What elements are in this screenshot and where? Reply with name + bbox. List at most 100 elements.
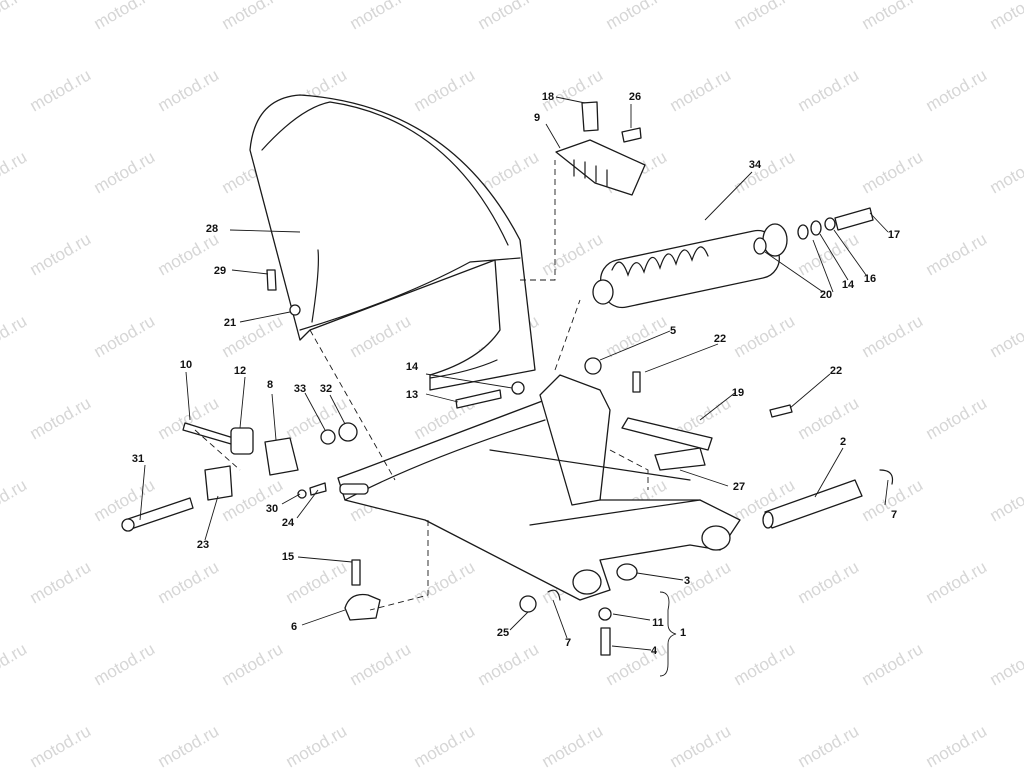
watermark-text: motod.ru: [859, 639, 927, 689]
watermark-text: motod.ru: [859, 311, 927, 361]
assembly-lines: [194, 160, 649, 611]
callout-c20: 20: [820, 289, 832, 301]
callout-c16: 16: [864, 273, 876, 285]
watermark-text: motod.ru: [155, 557, 223, 607]
watermark-text: motod.ru: [987, 0, 1024, 33]
watermark-text: motod.ru: [283, 557, 351, 607]
shock-absorber: [592, 223, 788, 309]
watermark-text: motod.ru: [859, 0, 927, 33]
watermark-text: motod.ru: [411, 721, 479, 768]
callout-labels: 1234567789101112131414151617181920212222…: [132, 91, 900, 657]
watermark-text: motod.ru: [91, 639, 159, 689]
callout-c32: 32: [320, 383, 332, 395]
watermark-text: motod.ru: [987, 147, 1024, 197]
watermark-text: motod.ru: [923, 557, 991, 607]
callout-c9: 9: [534, 112, 540, 124]
watermark-text: motod.ru: [0, 639, 30, 689]
callout-c22b: 22: [830, 365, 842, 377]
rear-mudguard: [249, 94, 536, 391]
watermark-text: motod.ru: [667, 721, 735, 768]
callout-c11: 11: [652, 617, 664, 629]
callout-c15: 15: [282, 551, 294, 563]
hardware-parts: [121, 101, 894, 656]
callout-c8: 8: [267, 379, 273, 391]
callout-c21: 21: [224, 317, 236, 329]
swingarm: [337, 374, 741, 601]
watermark-text: motod.ru: [91, 311, 159, 361]
callout-c23: 23: [197, 539, 209, 551]
pivot-spindle: [762, 479, 863, 529]
watermark-text: motod.ru: [603, 0, 671, 33]
callout-c17: 17: [888, 229, 900, 241]
watermark-text: motod.ru: [27, 393, 95, 443]
callout-c18: 18: [542, 91, 554, 103]
watermark-text: motod.ru: [859, 147, 927, 197]
watermark-text: motod.ru: [27, 65, 95, 115]
watermark-text: motod.ru: [987, 475, 1024, 525]
watermark-text: motod.ru: [795, 393, 863, 443]
watermark-text: motod.ru: [91, 0, 159, 33]
watermark-text: motod.ru: [667, 65, 735, 115]
watermark-text: motod.ru: [219, 639, 287, 689]
watermark-text: motod.ru: [731, 147, 799, 197]
callout-c31: 31: [132, 453, 144, 465]
watermark-text: motod.ru: [731, 0, 799, 33]
callout-c12: 12: [234, 365, 246, 377]
watermark-text: motod.ru: [27, 557, 95, 607]
watermark-text: motod.ru: [667, 557, 735, 607]
watermark-text: motod.ru: [475, 0, 543, 33]
watermark-text: motod.ru: [539, 229, 607, 279]
callout-c6: 6: [291, 621, 297, 633]
callout-c2: 2: [840, 436, 846, 448]
callout-c25: 25: [497, 627, 509, 639]
callout-c19: 19: [732, 387, 744, 399]
watermark-text: motod.ru: [603, 639, 671, 689]
watermark-text: motod.ru: [411, 557, 479, 607]
watermark-text: motod.ru: [27, 721, 95, 768]
callout-c14b: 14: [842, 279, 855, 291]
watermark-text: motod.ru: [923, 65, 991, 115]
callout-c7a: 7: [891, 509, 897, 521]
watermark-text: motod.ru: [987, 639, 1024, 689]
watermark-text: motod.ru: [923, 229, 991, 279]
callout-c30: 30: [266, 503, 278, 515]
watermark-text: motod.ru: [475, 639, 543, 689]
watermark-text: motod.ru: [155, 65, 223, 115]
callout-c33: 33: [294, 383, 306, 395]
callout-c27: 27: [733, 481, 745, 493]
watermark-text: motod.ru: [283, 721, 351, 768]
watermark-text: motod.ru: [411, 65, 479, 115]
watermark-text: motod.ru: [731, 311, 799, 361]
watermark-text: motod.ru: [539, 721, 607, 768]
watermark-text: motod.ru: [0, 147, 30, 197]
callout-c10: 10: [180, 359, 192, 371]
watermark-text: motod.ru: [603, 311, 671, 361]
watermark-text: motod.ru: [27, 229, 95, 279]
watermark-text: motod.ru: [347, 639, 415, 689]
watermark-text: motod.ru: [923, 721, 991, 768]
chain-guard: [555, 139, 646, 196]
watermark-text: motod.ru: [0, 311, 30, 361]
watermark-text: motod.ru: [0, 0, 30, 33]
watermark-text: motod.ru: [347, 311, 415, 361]
watermark-text: motod.ru: [795, 721, 863, 768]
callout-c4: 4: [651, 645, 658, 657]
callout-c26: 26: [629, 91, 641, 103]
watermark-text: motod.ru: [219, 0, 287, 33]
callout-c1: 1: [680, 627, 686, 639]
callout-c7b: 7: [565, 637, 571, 649]
watermark-text: motod.ru: [923, 393, 991, 443]
watermark-text: motod.ru: [795, 65, 863, 115]
watermark-text: motod.ru: [987, 311, 1024, 361]
watermark-text: motod.ru: [731, 639, 799, 689]
callout-c34: 34: [749, 159, 762, 171]
callout-c24: 24: [282, 517, 295, 529]
watermark-text: motod.ru: [0, 475, 30, 525]
callout-c22a: 22: [714, 333, 726, 345]
chain-slider: [621, 417, 713, 471]
watermark-text: motod.ru: [155, 229, 223, 279]
callout-c29: 29: [214, 265, 226, 277]
callout-c14a: 14: [406, 361, 419, 373]
